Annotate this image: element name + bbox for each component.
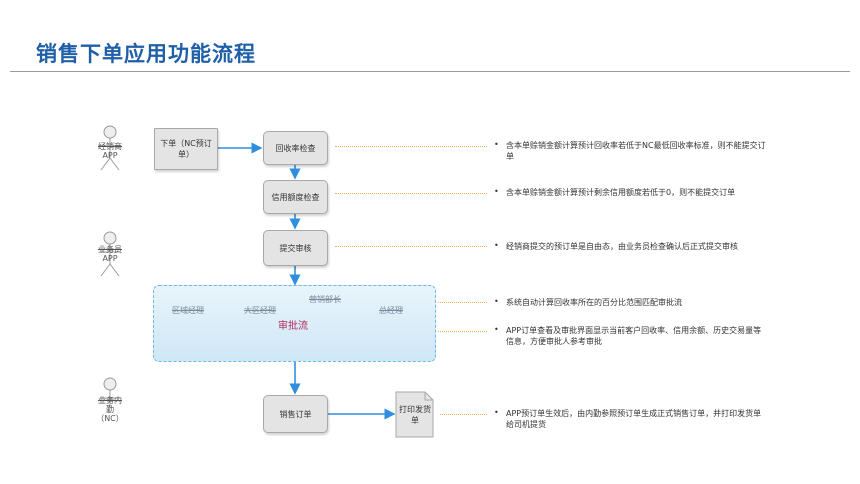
submit-review-label: 提交审核 [279,243,312,253]
actor-dealer-app: APP [102,151,118,160]
internal-actor-icon [100,377,120,408]
note-5: APP订单查看及审批界面显示当前客户回收率、信用余额、历史交易量等信息，方便审批… [506,326,762,346]
leader-line-4 [438,302,487,303]
sales-order-box: 销售订单 [263,395,328,433]
leader-line-6 [440,414,487,415]
page-title: 销售下单应用功能流程 [36,42,256,66]
salesman-actor-icon [100,231,120,277]
leader-line-1 [335,146,487,147]
sales-order-label: 销售订单 [279,409,312,419]
leader-line-3 [335,246,487,247]
bullet-dot: • [494,241,499,250]
note-4: 系统自动计算回收率所在的百分比范围匹配审批流 [506,298,682,307]
approver-2-label: 大区经理 [244,306,276,315]
title-divider [10,71,850,72]
note-2: 含本单赊销金额计算预计剩余信用额度若低于0，则不能提交订单 [506,188,736,197]
bullet-dot: • [494,325,499,334]
actor-dealer-label: 经销商 [98,142,122,151]
note-3: 经销商提交的预订单是自由态，由业务员检查确认后正式提交审核 [506,242,738,251]
actor-internal-line3: （NC） [96,414,124,423]
note-1: 含本单赊销金额计算预计回收率若低于NC最低回收率标准，则不能提交订单 [506,141,766,161]
order-box-label: 下单（NC预订单） [160,139,212,159]
recovery-check-label: 回收率检查 [275,143,316,153]
bullet-dot: • [494,187,499,196]
credit-check-box: 信用额度检查 [263,180,328,214]
order-box: 下单（NC预订单） [154,128,218,170]
bullet-dot: • [494,140,499,149]
approver-4-label: 总经理 [379,306,403,315]
actor-internal-line2: 勤 [106,405,114,414]
delivery-document-icon [395,391,434,438]
bullet-dot: • [494,297,499,306]
leader-line-5 [438,331,487,332]
approver-1-label: 区域经理 [172,306,204,315]
dealer-actor-icon [100,125,120,171]
leader-line-2 [335,193,487,194]
approver-3-label: 营销部长 [309,295,341,304]
print-delivery-label: 打印发货单 [399,405,431,425]
recovery-check-box: 回收率检查 [263,131,328,165]
submit-review-box: 提交审核 [263,230,328,266]
actor-salesman-label: 业务员 [98,245,122,254]
credit-check-label: 信用额度检查 [271,192,320,202]
approval-flow-band [153,285,436,362]
bullet-dot: • [494,408,499,417]
actor-salesman-app: APP [102,254,118,263]
actor-internal-label: 业务内 [98,396,122,405]
note-6: APP预订单生效后，由内勤参照预订单生成正式销售订单，并打印发货单给司机提货 [506,409,762,429]
approval-flow-label: 审批流 [278,321,308,332]
